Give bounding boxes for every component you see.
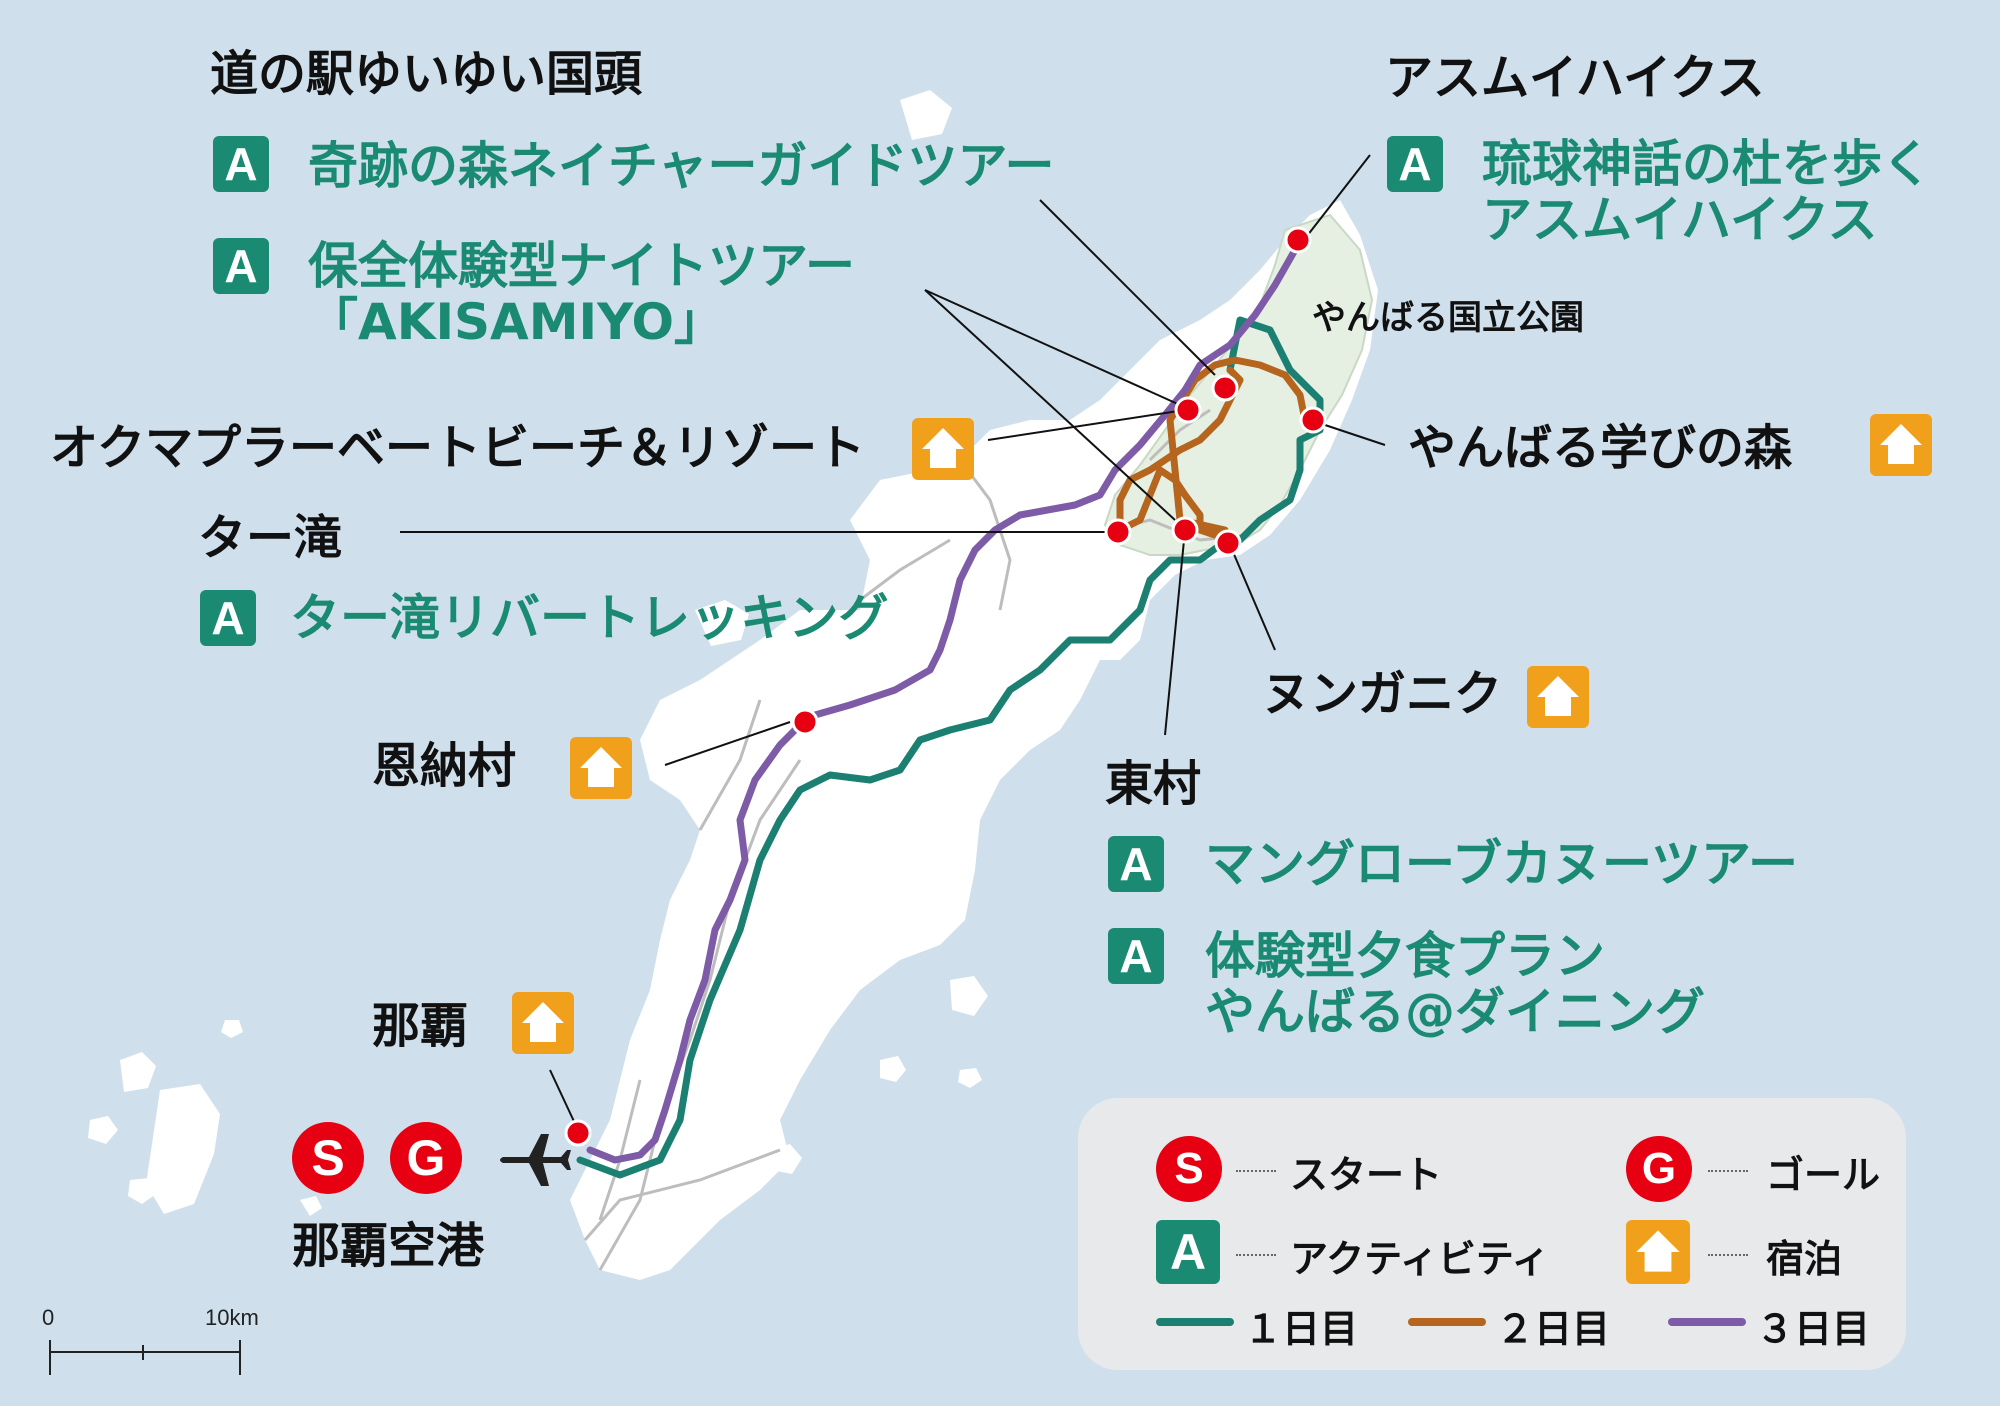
activity-badge: A [213,238,269,294]
legend-dots [1708,1170,1748,1172]
marker-naha [564,1119,592,1147]
activity-ryukyu-line1: 琉球神話の杜を歩く [1482,135,1932,193]
label-taa-taki: ター滝 [198,510,343,566]
house-icon [1636,1230,1680,1272]
route-day3 [586,246,1299,1164]
lodging-badge-onna [570,737,632,799]
label-naha-airport: 那覇空港 [292,1218,485,1274]
legend-dots [1708,1254,1748,1256]
marker-asumui [1284,226,1312,254]
label-national-park: やんばる国立公園 [1312,298,1584,338]
label-asumui: アスムイハイクス [1385,50,1765,106]
lodging-badge-naha [512,992,574,1054]
activity-kiseki: 奇跡の森ネイチャーガイドツアー [308,137,1055,195]
marker-michinoeki [1211,374,1239,402]
legend-start-badge: S [1156,1136,1222,1202]
label-nungaaniku: ヌンガニク [1262,666,1503,722]
label-yanbaru-manabi: やんばる学びの森 [1408,420,1793,476]
activity-dinner: 体験型夕食プラン やんばる@ダイニング [1205,928,1705,1040]
activity-taa-river: ター滝リバートレッキング [290,589,889,647]
legend-day3-text: ３日目 [1756,1307,1871,1351]
marker-okuma [1174,396,1202,424]
marker-taataki [1104,518,1132,546]
start-badge: S [292,1122,364,1194]
activity-badge: A [1108,836,1164,892]
legend-start-text: スタート [1290,1153,1443,1197]
activity-dinner-line2: やんばる@ダイニング [1205,983,1705,1041]
marker-higashi [1171,516,1199,544]
label-naha: 那覇 [372,998,469,1054]
route-day1 [576,316,1324,1179]
legend-lodging-badge [1626,1220,1690,1284]
legend-dots [1236,1254,1276,1256]
activity-ryukyu-line2: アスムイハイクス [1482,191,1878,249]
label-onna: 恩納村 [372,738,517,794]
legend-day2-line [1408,1318,1486,1326]
lodging-badge-manabi [1870,414,1932,476]
label-okuma: オクマプラーベートビーチ＆リゾート [50,420,866,476]
house-icon [1880,424,1922,464]
marker-onna [791,708,819,736]
legend-goal-text: ゴール [1766,1153,1881,1197]
legend-activity-text: アクティビティ [1290,1237,1550,1281]
scale-label-zero: 0 [42,1305,55,1330]
label-michinoeki: 道の駅ゆいゆい国頭 [210,46,643,102]
lodging-badge-okuma [912,418,974,480]
scale-label-10km: 10km [205,1305,259,1330]
label-higashi: 東村 [1105,756,1202,812]
route-day2 [1116,356,1309,539]
activity-mangrove: マングローブカヌーツアー [1205,835,1798,893]
legend-day2-text: ２日目 [1496,1307,1611,1351]
house-icon [522,1002,564,1042]
activity-badge: A [213,136,269,192]
marker-manabi [1299,406,1327,434]
activity-night-tour: 保全体験型ナイトツアー 「AKISAMIYO」 [308,238,855,350]
house-icon [922,428,964,468]
leader-lines [400,154,1386,1131]
legend-dots [1236,1170,1276,1172]
marker-nungaaniku [1214,529,1242,557]
legend-goal-badge: G [1626,1136,1692,1202]
legend-day1-text: １日目 [1244,1307,1359,1351]
scale-bar [49,1340,241,1375]
activity-badge: A [200,590,256,646]
activity-badge: A [1108,928,1164,984]
activity-night-line1: 保全体験型ナイトツアー [308,237,855,295]
legend-day1-line [1156,1318,1234,1326]
house-icon [580,747,622,787]
legend-day3-line [1668,1318,1746,1326]
activity-ryukyu: 琉球神話の杜を歩く アスムイハイクス [1482,136,1932,248]
legend-activity-badge: A [1156,1220,1220,1284]
house-icon [1537,676,1579,716]
activity-night-line2: 「AKISAMIYO」 [308,293,725,351]
markers [564,226,1327,1147]
activity-dinner-line1: 体験型夕食プラン [1205,927,1605,985]
goal-badge: G [390,1122,462,1194]
activity-badge: A [1387,136,1443,192]
airplane-icon [500,1134,571,1186]
legend-lodging-text: 宿泊 [1766,1237,1843,1281]
lodging-badge-nungaaniku [1527,666,1589,728]
legend: S スタート G ゴール A アクティビティ 宿泊 １日目 ２日目 ３日目 [1078,1098,1906,1370]
